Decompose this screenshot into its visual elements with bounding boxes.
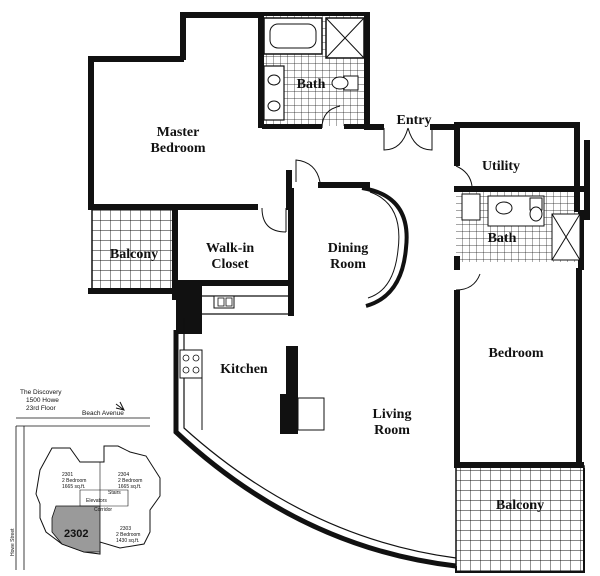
label-corridor: Corridor [94, 507, 112, 513]
label-bath-second: Bath [488, 231, 517, 246]
unit-2303-num: 2303 [120, 526, 131, 532]
doors [261, 127, 473, 233]
unit-2302-num: 2302 [64, 528, 88, 540]
label-elevators: Elevators [86, 498, 107, 504]
walls [88, 12, 590, 468]
building-name: The Discovery [20, 389, 62, 396]
label-dining-room-1: Dining [328, 241, 368, 256]
label-living-room-1: Living [373, 407, 412, 422]
building-floor: 23rd Floor [26, 405, 56, 412]
unit-2301-num: 2301 [62, 472, 73, 478]
label-dining-room-2: Room [330, 257, 366, 272]
label-master-bedroom-2: Bedroom [151, 141, 206, 156]
label-kitchen: Kitchen [220, 362, 268, 377]
unit-2304-area: 1665 sq.ft. [118, 484, 141, 490]
label-master-bedroom-1: Master [157, 125, 200, 140]
balcony-master-tiles [91, 207, 175, 293]
kitchen-counters [179, 295, 325, 431]
label-bedroom: Bedroom [489, 346, 544, 361]
balcony-bedroom-tiles [455, 465, 585, 573]
unit-2303-type: 2 Bedroom [116, 532, 140, 538]
master-bath-fixtures [263, 17, 365, 129]
second-bath-fixtures [455, 193, 581, 291]
key-plan: The Discovery 1500 Howe 23rd Floor Beach… [10, 389, 161, 570]
label-balcony-master: Balcony [110, 247, 158, 262]
curved-exterior-wall [173, 330, 457, 569]
street-howe: Howe Street [10, 528, 16, 556]
unit-2301-type: 2 Bedroom [62, 478, 86, 484]
label-living-room-2: Room [374, 423, 410, 438]
building-address: 1500 Howe [26, 397, 59, 404]
north-arrow-icon [115, 401, 125, 411]
label-walkin-closet-1: Walk-in [206, 241, 254, 256]
unit-2304-num: 2304 [118, 472, 129, 478]
label-walkin-closet-2: Closet [211, 257, 249, 272]
label-master-bath: Bath [297, 77, 326, 92]
unit-2304-type: 2 Bedroom [118, 478, 142, 484]
unit-2303-area: 1430 sq.ft. [116, 538, 139, 544]
label-balcony-bedroom: Balcony [496, 498, 544, 513]
dining-curve [361, 186, 409, 308]
unit-2302-highlight [51, 505, 101, 553]
label-stairs: Stairs [108, 490, 121, 496]
label-entry: Entry [397, 113, 432, 128]
street-beach-avenue: Beach Avenue [82, 410, 124, 417]
label-utility: Utility [482, 159, 520, 174]
unit-2301-area: 1665 sq.ft. [62, 484, 85, 490]
